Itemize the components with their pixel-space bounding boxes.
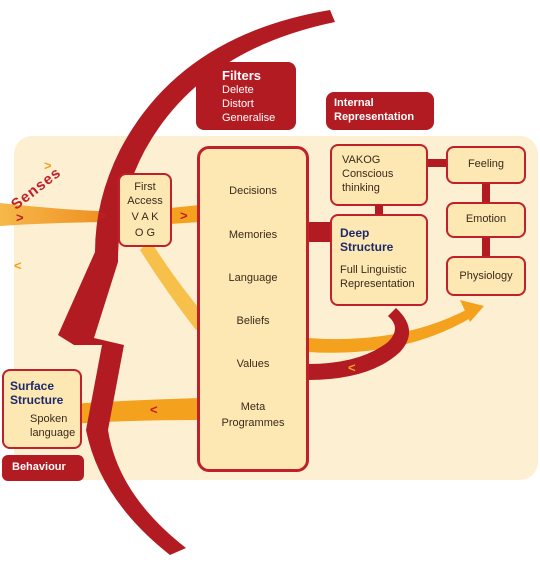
first-access-line3: V A K [131, 211, 159, 223]
filters-item-distort: Distort [222, 98, 254, 110]
first-access-line4: O G [134, 227, 156, 239]
filters-box: Filters Delete Distort Generalise [196, 62, 296, 130]
center-item-decisions: Decisions [229, 185, 277, 197]
central-filters-box: Decisions Memories Language Beliefs Valu… [197, 146, 309, 472]
surface-structure-desc1: Spoken [30, 413, 68, 425]
center-to-deep-band [308, 222, 330, 242]
deep-structure-title1: Deep [340, 226, 370, 240]
arrow-to-surface-structure: < [150, 402, 158, 417]
arrow-loop-return: < [348, 360, 356, 375]
arrow-to-deep-structure: > [312, 224, 320, 239]
center-item-language: Language [228, 272, 278, 284]
first-access-to-center-band [170, 205, 200, 224]
filters-item-delete: Delete [222, 84, 254, 96]
physiology-arrowhead [460, 300, 484, 322]
first-access-lower-band [140, 240, 210, 330]
deep-structure-desc1: Full Linguistic [340, 264, 407, 276]
center-item-values: Values [236, 358, 270, 370]
surface-structure-box: Surface Structure Spoken language [2, 369, 82, 449]
vakog-to-feeling-connector [428, 159, 448, 167]
senses-arrow-top: > [44, 158, 52, 173]
internal-representation-line1: Internal [334, 97, 374, 109]
center-item-memories: Memories [228, 229, 278, 241]
physiology-box: Physiology [446, 256, 526, 296]
arrow-to-center: > [180, 208, 188, 223]
vakog-line3: thinking [342, 182, 380, 194]
physiology-label: Physiology [459, 270, 513, 282]
feeling-label: Feeling [467, 158, 505, 170]
vakog-line1: VAKOG [342, 154, 381, 166]
center-item-programmes: Programmes [221, 417, 285, 429]
filters-item-generalise: Generalise [222, 112, 276, 124]
surface-structure-title2: Structure [10, 393, 64, 407]
deep-to-center-loop [308, 308, 410, 380]
arrow-to-first-access: > [98, 208, 106, 223]
surface-structure-title1: Surface [10, 379, 55, 393]
first-access-line2: Access [127, 195, 163, 207]
feeling-box: Feeling [446, 146, 526, 184]
surface-structure-desc2: language [30, 427, 76, 439]
center-item-meta: Meta [240, 401, 266, 413]
emotion-label: Emotion [465, 213, 507, 225]
vakog-to-deep-connector [375, 205, 383, 215]
emotion-box: Emotion [446, 202, 526, 238]
deep-structure-desc2: Representation [340, 278, 415, 290]
filters-title: Filters [222, 68, 262, 83]
head-silhouette [58, 10, 335, 555]
behaviour-box: Behaviour [2, 455, 84, 481]
internal-representation-line2: Representation [334, 111, 415, 123]
vakog-box: VAKOG Conscious thinking [330, 144, 428, 206]
senses-arrow-middle: > [16, 210, 24, 225]
deep-structure-title2: Structure [340, 240, 394, 254]
internal-representation-box: Internal Representation [326, 92, 434, 130]
senses-input-band [0, 203, 120, 226]
first-access-box: First Access V A K O G [118, 173, 172, 247]
deep-structure-box: Deep Structure Full Linguistic Represent… [330, 214, 428, 306]
behaviour-label: Behaviour [12, 461, 66, 473]
first-access-line1: First [134, 181, 156, 193]
to-physiology-band [308, 308, 474, 353]
vakog-line2: Conscious [342, 168, 394, 180]
center-item-beliefs: Beliefs [236, 315, 270, 327]
senses-arrow-bottom: < [14, 258, 22, 273]
